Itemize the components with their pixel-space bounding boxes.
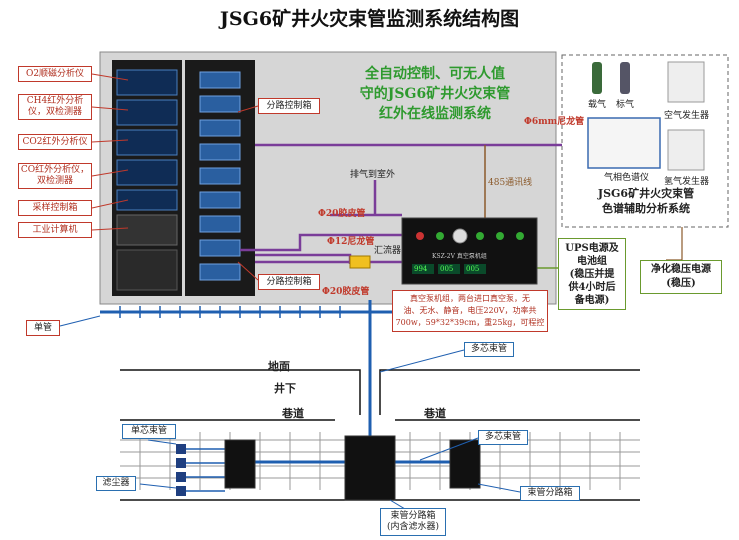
label-co-text-2: 双检测器	[36, 176, 73, 186]
label-exhaust: 排气到室外	[350, 170, 396, 180]
analyzer-cabinet-right	[185, 60, 255, 296]
manifold-body	[349, 255, 371, 269]
multi-core-text: 多芯束管	[484, 432, 521, 442]
label-gc: 气相色谱仪	[604, 173, 650, 183]
label-ch4-text-2: 仪，双检测器	[27, 107, 82, 117]
label-underground: 井下	[274, 382, 296, 395]
pump-desc-1: 真空泵机组，两台进口真空泵，无	[410, 294, 530, 303]
label-ground: 地面	[268, 360, 290, 373]
label-multi-tube-top: 多芯束管	[464, 342, 514, 357]
label-o2-text: O2顺磁分析仪	[25, 68, 85, 79]
label-branch-box-bottom: 分路控制箱	[258, 274, 320, 290]
label-sample-box: 采样控制箱	[18, 200, 92, 216]
branch-box-top-leader	[237, 105, 259, 113]
label-co-text-1: CO红外分析仪，	[20, 165, 90, 175]
gc-unit	[587, 117, 661, 169]
label-branch-box-top: 分路控制箱	[258, 98, 320, 114]
label-phi12: Φ12尼龙管	[327, 237, 375, 247]
h2-generator-unit	[667, 129, 705, 171]
pump-desc-3: 700w，59*32*39cm，重25kg，可程控	[395, 318, 545, 327]
label-co2-analyzer: CO2红外分析仪	[18, 134, 92, 150]
label-filter: 滤尘器	[96, 476, 136, 491]
regulated-line-2: (稳压)	[666, 278, 696, 289]
pump-description: 真空泵机组，两台进口真空泵，无 油、无水、静音，电压220V，功率共 700w，…	[392, 290, 548, 332]
label-branch-right: 束管分路箱	[520, 486, 580, 501]
filter-text: 滤尘器	[102, 478, 130, 488]
regulated-line-1: 净化稳压电源	[651, 264, 711, 275]
label-single-core: 单芯束管	[122, 424, 176, 439]
branch-box-bottom-text: 分路控制箱	[266, 276, 312, 287]
blue-tubes	[100, 300, 398, 460]
multi-tube-top-text: 多芯束管	[470, 344, 507, 354]
gc-system-title: JSG6矿井火灾束管 色谱辅助分析系统	[568, 186, 724, 216]
blue-tube-ticks	[119, 306, 341, 318]
headline-line-1: 全自动控制、可无人值	[365, 66, 505, 82]
branch-right-text: 束管分路箱	[527, 488, 573, 498]
ups-box: UPS电源及 电池组 (稳压并提 供4小时后 备电源)	[558, 238, 626, 310]
label-phi20-a: Φ20胶皮管	[318, 209, 366, 219]
vacuum-pump-unit	[401, 217, 538, 285]
filter-stack	[176, 444, 186, 496]
ups-line-5: 备电源)	[574, 294, 610, 306]
label-carrier-gas: 载气	[588, 100, 607, 110]
branch-box-right	[449, 439, 481, 489]
pump-readout-2: 005	[440, 265, 454, 273]
headline-line-3: 红外在线监测系统	[379, 106, 491, 122]
label-485: 485通讯线	[488, 178, 533, 188]
label-phi20-b: Φ20胶皮管	[322, 287, 370, 297]
label-h2-generator: 氢气发生器	[664, 177, 710, 187]
label-standard-gas: 标气	[616, 100, 635, 110]
headline-line-2: 守的JSG6矿井火灾束管	[359, 86, 511, 102]
label-single-tube: 单管	[26, 320, 60, 336]
label-ipc: 工业计算机	[18, 222, 92, 238]
single-core-text: 单芯束管	[130, 426, 167, 436]
label-branch-bottom: 束管分路箱 (内含滤水器)	[380, 508, 446, 536]
gas-cylinders	[592, 62, 630, 94]
ups-line-4: 供4小时后	[568, 281, 616, 293]
label-phi6: Φ6mm尼龙管	[524, 117, 585, 127]
air-generator-unit	[667, 61, 705, 103]
label-air-generator: 空气发生器	[664, 111, 710, 121]
single-tube-text: 单管	[33, 322, 52, 333]
left-label-leaders	[91, 73, 129, 231]
pump-desc-2: 油、无水、静音，电压220V，功率共	[403, 306, 537, 315]
gc-system-line-2: 色谱辅助分析系统	[602, 202, 690, 215]
branch-box-top-text: 分路控制箱	[266, 100, 312, 111]
ups-line-2: 电池组	[577, 255, 607, 267]
label-ch4-text-1: CH4红外分析	[26, 96, 84, 106]
label-co2-text: CO2红外分析仪	[22, 136, 88, 147]
label-tunnel-right: 巷道	[424, 407, 446, 420]
purple-tubes	[240, 143, 585, 264]
label-manifold: 汇流器	[374, 246, 402, 256]
branch-box-left	[224, 439, 256, 489]
label-ipc-text: 工业计算机	[32, 224, 78, 235]
label-ch4-analyzer: CH4红外分析仪，双检测器	[18, 94, 92, 120]
label-multi-core: 多芯束管	[478, 430, 528, 445]
ups-line-1: UPS电源及	[565, 242, 619, 254]
pump-readout-3: 005	[466, 265, 480, 273]
regulated-line	[666, 227, 683, 261]
analyzer-cabinet-left	[112, 60, 182, 296]
gc-system-line-1: JSG6矿井火灾束管	[597, 187, 695, 200]
branch-box-bottom-leader	[237, 261, 259, 281]
label-o2-analyzer: O2顺磁分析仪	[18, 66, 92, 82]
label-co-analyzer: CO红外分析仪，双检测器	[18, 163, 92, 189]
branch-box-center	[344, 435, 396, 501]
branch-bottom-text-1: 束管分路箱	[390, 511, 436, 521]
filter-tubes	[186, 448, 225, 492]
pump-readout-1: 994	[414, 265, 428, 273]
label-sample-text: 采样控制箱	[32, 202, 78, 213]
ups-line-3: (稳压并提	[569, 268, 615, 280]
headline: 全自动控制、可无人值 守的JSG6矿井火灾束管 红外在线监测系统	[330, 64, 540, 124]
branch-bottom-text-2: (内含滤水器)	[386, 522, 440, 532]
pump-model: KSZ-2V 真空泵机组	[432, 253, 487, 260]
label-tunnel-left: 巷道	[282, 407, 304, 420]
regulated-power-box: 净化稳压电源 (稳压)	[640, 260, 722, 294]
diagram-title: JSG6矿井火灾束管监测系统结构图	[219, 8, 520, 30]
